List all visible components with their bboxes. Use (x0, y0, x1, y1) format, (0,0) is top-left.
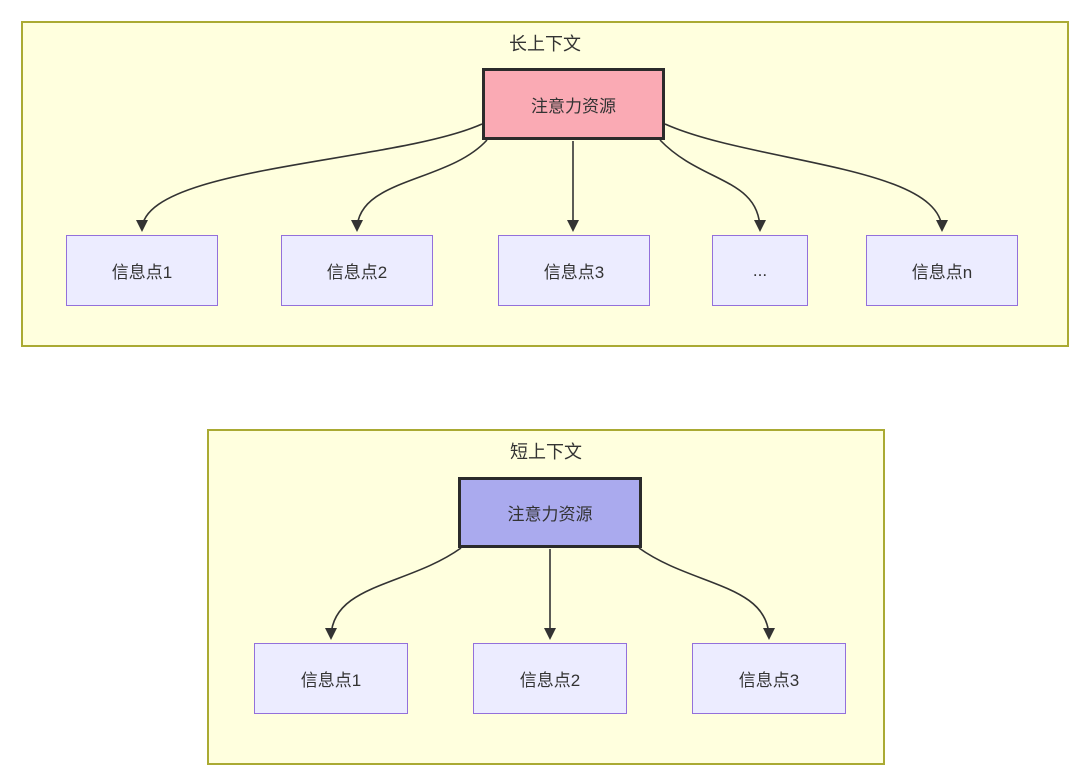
attention-resource-node-short: 注意力资源 (458, 477, 642, 548)
cluster-long-title: 长上下文 (509, 34, 581, 54)
ellipsis-node-long: ... (712, 235, 808, 306)
info-point-2-short: 信息点2 (473, 643, 627, 714)
info-point-3-long: 信息点3 (498, 235, 650, 306)
info-point-2-long: 信息点2 (281, 235, 433, 306)
cluster-short-title: 短上下文 (510, 442, 582, 462)
info-point-1-short: 信息点1 (254, 643, 408, 714)
info-point-n-long: 信息点n (866, 235, 1018, 306)
attention-resource-node-long: 注意力资源 (482, 68, 665, 140)
info-point-3-short: 信息点3 (692, 643, 846, 714)
info-point-1-long: 信息点1 (66, 235, 218, 306)
